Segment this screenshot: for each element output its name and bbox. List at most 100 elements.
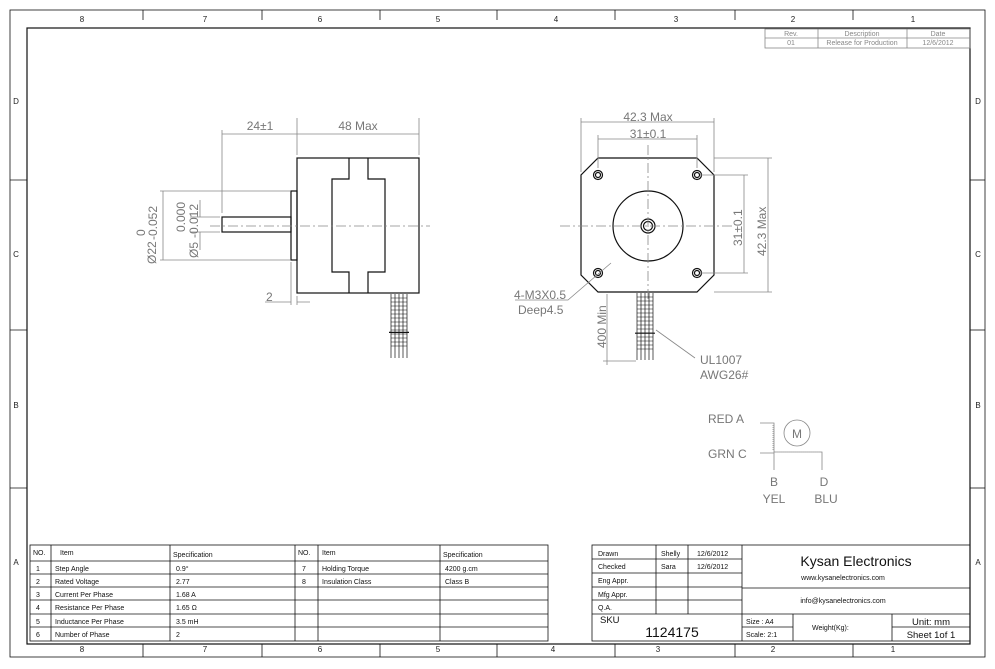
spec-value: 0.9° (176, 565, 189, 573)
description-value: Release for Production (826, 40, 897, 47)
spec-no: 1 (36, 566, 40, 573)
revision-table: Rev. Description Date 01 Release for Pro… (764, 28, 971, 49)
rev-value: 01 (787, 40, 795, 47)
front-cables (635, 293, 655, 360)
spec-item: Current Per Phase (55, 592, 113, 599)
spec-no: 5 (36, 619, 40, 626)
approval-name: Shelly (661, 551, 681, 558)
spec-header: Specification (443, 552, 483, 559)
weight-label: Weight(Kg): (812, 625, 849, 632)
size-label: Size : A4 (746, 619, 774, 626)
spec-value: 2 (176, 632, 180, 639)
approval-role: Drawn (598, 551, 618, 558)
approval-role: Checked (598, 564, 626, 571)
zone-label-bottom: 3 (656, 645, 661, 654)
holes-note-2: Deep4.5 (518, 303, 564, 317)
front-view: 42.3 Max 31±0.1 31±0.1 42.3 Max 4-M3X0.5… (514, 110, 772, 382)
spec-item: Number of Phase (55, 632, 110, 639)
spec-no: 2 (36, 579, 40, 586)
description-header: Description (844, 31, 879, 38)
body-length-dim: 48 Max (338, 119, 377, 133)
zone-label-left: A (13, 558, 19, 567)
zone-label-bottom: 1 (891, 645, 896, 654)
side-view: 24±1 48 Max Ø22 0 -0.052 Ø5 0.000 -0.012… (134, 118, 430, 358)
spec-no: 3 (36, 592, 40, 599)
motor-symbol: M (792, 427, 802, 441)
spec-item: Rated Voltage (55, 579, 99, 586)
title-block: Kysan Electronics www.kysanelectronics.c… (591, 544, 971, 642)
zone-label-right: D (975, 97, 981, 106)
company-website: www.kysanelectronics.com (800, 575, 885, 582)
spec-value: 4200 g.cm (445, 566, 478, 573)
spec-item: Holding Torque (322, 566, 369, 573)
height-dim: 42.3 Max (755, 207, 769, 256)
spec-no: 8 (302, 579, 306, 586)
spec-value: 1.65 Ω (176, 605, 197, 612)
mounting-hole (592, 267, 604, 279)
zone-label-top: 3 (674, 15, 679, 24)
approval-role: Mfg Appr. (598, 592, 628, 599)
zone-label-top: 6 (318, 15, 323, 24)
zone-label-left: D (13, 97, 19, 106)
company-name: Kysan Electronics (800, 553, 911, 569)
holes-note-1: 4-M3X0.5 (514, 288, 566, 302)
spec-header: NO. (33, 550, 46, 557)
zone-label-bottom: 6 (318, 645, 323, 654)
wire-note-2: AWG26# (700, 368, 749, 382)
spec-no: 4 (36, 605, 40, 612)
spec-item: Inductance Per Phase (55, 619, 124, 626)
zone-label-right: A (975, 558, 981, 567)
spec-no: 7 (302, 566, 306, 573)
flange-diameter-dim: Ø22 (145, 241, 159, 264)
hole-spacing-y-dim: 31±0.1 (731, 209, 745, 246)
spec-item: Resistance Per Phase (55, 605, 124, 612)
outer-frame (9, 9, 986, 658)
unit-label: Unit: mm (912, 617, 950, 628)
zone-label-bottom: 5 (436, 645, 441, 654)
shaft-diameter-dim: Ø5 (187, 242, 201, 258)
spec-value: Class B (445, 579, 469, 586)
spec-value: 3.5 mH (176, 619, 199, 626)
zone-label-bottom: 2 (771, 645, 776, 654)
spec-header: Specification (173, 552, 213, 559)
zone-label-left: B (13, 401, 18, 410)
lead-length-dim: 400 Min (595, 305, 609, 348)
approval-date: 12/6/2012 (697, 564, 728, 571)
zone-label-bottom: 8 (80, 645, 85, 654)
sku-label: SKU (600, 615, 620, 626)
wire-b-label: B (770, 475, 778, 489)
spec-header: NO. (298, 550, 311, 557)
shaft-tol-lower: -0.012 (187, 204, 201, 238)
width-dim: 42.3 Max (623, 110, 672, 124)
approval-role: Q.A. (598, 605, 612, 612)
zone-label-top: 4 (554, 15, 559, 24)
approval-name: Sara (661, 564, 676, 571)
spec-value: 2.77 (176, 579, 190, 586)
hole-spacing-x-dim: 31±0.1 (630, 127, 667, 141)
zone-label-bottom: 7 (203, 645, 208, 654)
rev-header: Rev. (784, 31, 798, 38)
flange-tol-lower: -0.052 (146, 206, 160, 240)
spec-no: 6 (36, 632, 40, 639)
flange-tol-upper: 0 (134, 229, 148, 236)
zone-label-top: 7 (203, 15, 208, 24)
inner-frame (26, 27, 971, 645)
mounting-hole (592, 169, 604, 181)
approval-date: 12/6/2012 (697, 551, 728, 558)
wire-d-color: BLU (814, 492, 837, 506)
shaft-length-dim: 24±1 (247, 119, 274, 133)
spec-header: Item (60, 550, 74, 557)
company-email: info@kysanelectronics.com (800, 598, 885, 605)
spec-item: Insulation Class (322, 579, 372, 586)
zone-label-right: B (975, 401, 980, 410)
side-cables (389, 294, 409, 358)
date-value: 12/6/2012 (922, 40, 953, 47)
date-header: Date (931, 31, 946, 38)
wire-b-color: YEL (763, 492, 786, 506)
zone-label-top: 1 (911, 15, 916, 24)
scale-label: Scale: 2:1 (746, 632, 777, 639)
shaft-tol-upper: 0.000 (174, 202, 188, 232)
